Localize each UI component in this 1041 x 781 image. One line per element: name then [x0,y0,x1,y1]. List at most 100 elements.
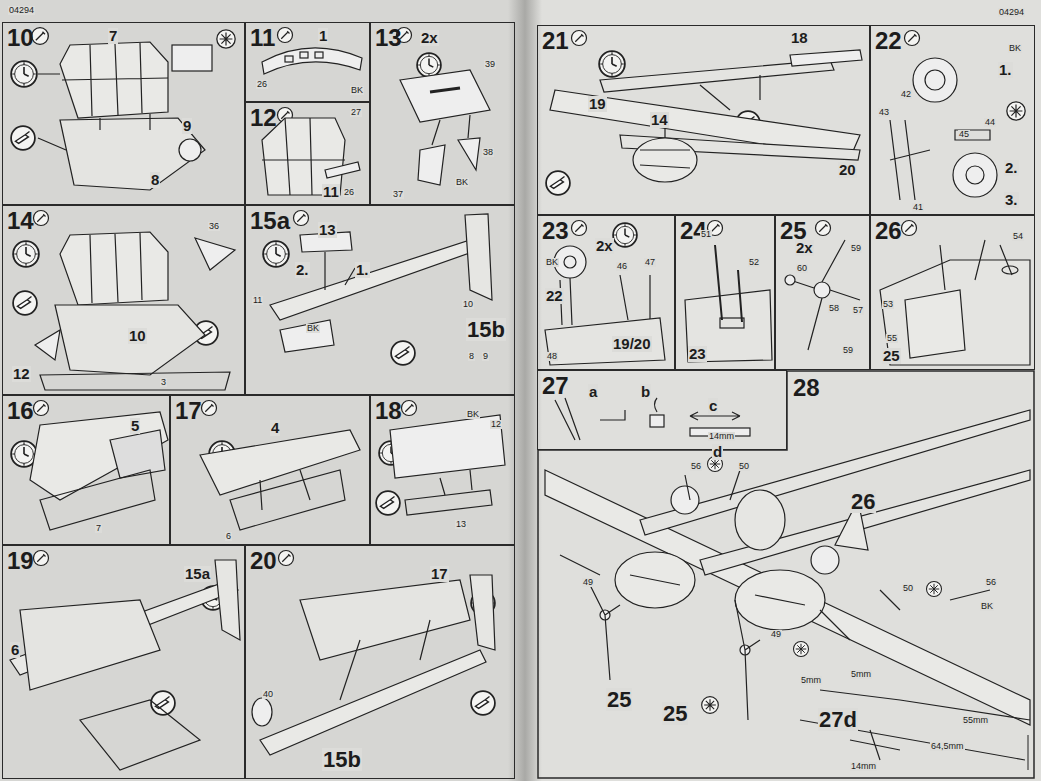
part-number-small: 40 [262,690,274,699]
part-number-small: 38 [482,148,494,157]
step-panel: 16 [2,395,170,545]
callout-number: 11 [322,184,340,200]
part-number-small: 57 [852,306,864,315]
callout-number: 4 [270,420,280,436]
part-number-small: 37 [392,190,404,199]
part-number-small: BK [306,324,320,333]
step-panel: 27 [537,370,787,450]
step-panel: 26 [870,215,1035,370]
step-number: 27 [542,374,569,398]
part-number-small: 49 [770,630,782,639]
part-number-small: 52 [748,258,760,267]
callout-number: 19/20 [612,336,652,352]
part-number-small: 11 [252,296,263,305]
part-number-small: 04294 [8,6,35,15]
step-panel: 14 [2,205,245,395]
step-number: 20 [250,549,277,573]
part-number-small: 12 [490,420,502,429]
callout-number: 1. [355,262,370,278]
part-number-small: 42 [900,90,912,99]
part-number-small: 14mm [850,762,877,771]
callout-number: 12 [12,366,31,382]
part-number-small: BK [545,258,559,267]
part-number-small: 56 [690,462,702,471]
step-number: 16 [7,399,34,423]
part-number-small: 27 [350,108,362,117]
callout-number: b [640,384,651,400]
step-number: 23 [542,219,569,243]
part-number-small: 9 [482,352,489,361]
part-number-small: 5mm [850,670,872,679]
callout-number: 14 [650,112,669,128]
step-number: 11 [250,26,275,50]
part-number-small: 5mm [800,676,822,685]
panel-outline [537,370,1035,779]
part-number-small: 8 [468,352,475,361]
part-number-small: 64,5mm [930,742,965,751]
part-number-small: BK [980,602,994,611]
step-number: 28 [793,376,820,400]
callout-number: 6 [10,642,20,658]
callout-number: 15b [322,748,362,771]
callout-number: 15a [184,566,211,582]
part-number-small: 50 [738,462,750,471]
callout-number: 5 [130,418,140,434]
callout-number: 1. [998,62,1013,78]
part-number-small: 10 [462,300,474,309]
part-number-small: 49 [582,578,594,587]
part-number-small: 54 [1012,232,1024,241]
step-number: 14 [7,209,34,233]
step-panel: 17 [170,395,370,545]
part-number-small: 55mm [962,716,989,725]
callout-number: 2x [795,240,814,256]
step-number: 10 [7,26,34,50]
part-number-small: BK [1008,44,1022,53]
step-panel: 15a [245,205,515,395]
part-number-small: 43 [878,108,890,117]
part-number-small: 51 [700,230,712,239]
callout-number: 19 [588,96,607,112]
callout-number: 25 [882,348,901,364]
panel-border [538,371,1034,778]
step-number: 15a [250,209,290,233]
callout-number: 17 [430,566,449,582]
callout-number: 2. [295,262,310,278]
callout-number: 20 [838,162,857,178]
step-panel: 20 [245,545,515,779]
part-number-small: 60 [796,264,808,273]
part-number-small: 04294 [998,8,1025,17]
part-number-small: 41 [912,203,924,212]
callout-number: a [588,384,598,400]
callout-number: c [708,398,718,414]
part-number-small: 39 [484,60,496,69]
callout-number: 9 [182,118,192,134]
part-number-small: 59 [850,244,862,253]
step-panel: 18 [370,395,515,545]
callout-number: 2x [595,238,614,254]
part-number-small: 26 [256,80,268,89]
part-number-small: 56 [985,578,997,587]
step-number: 26 [875,219,902,243]
step-number: 18 [375,399,402,423]
part-number-small: 50 [902,584,914,593]
callout-number: 10 [128,328,147,344]
step-panel: 13 [370,22,515,205]
callout-number: 26 [850,490,876,513]
callout-number: 23 [688,346,707,362]
part-number-small: 13 [455,520,467,529]
part-number-small: 48 [546,352,558,361]
part-number-small: 55 [886,334,898,343]
callout-number: 25 [662,702,688,725]
callout-number: 2. [1004,160,1019,176]
part-number-small: 3 [160,378,167,387]
step-number: 21 [542,29,569,53]
part-number-small: 36 [208,222,220,231]
callout-number: 3. [1004,192,1019,208]
part-number-small: 59 [842,346,854,355]
step-number: 22 [875,29,902,53]
callout-number: d [712,444,723,460]
part-number-small: 53 [882,300,894,309]
callout-number: 7 [108,28,118,44]
callout-number: 25 [606,688,632,711]
part-number-small: BK [466,410,480,419]
